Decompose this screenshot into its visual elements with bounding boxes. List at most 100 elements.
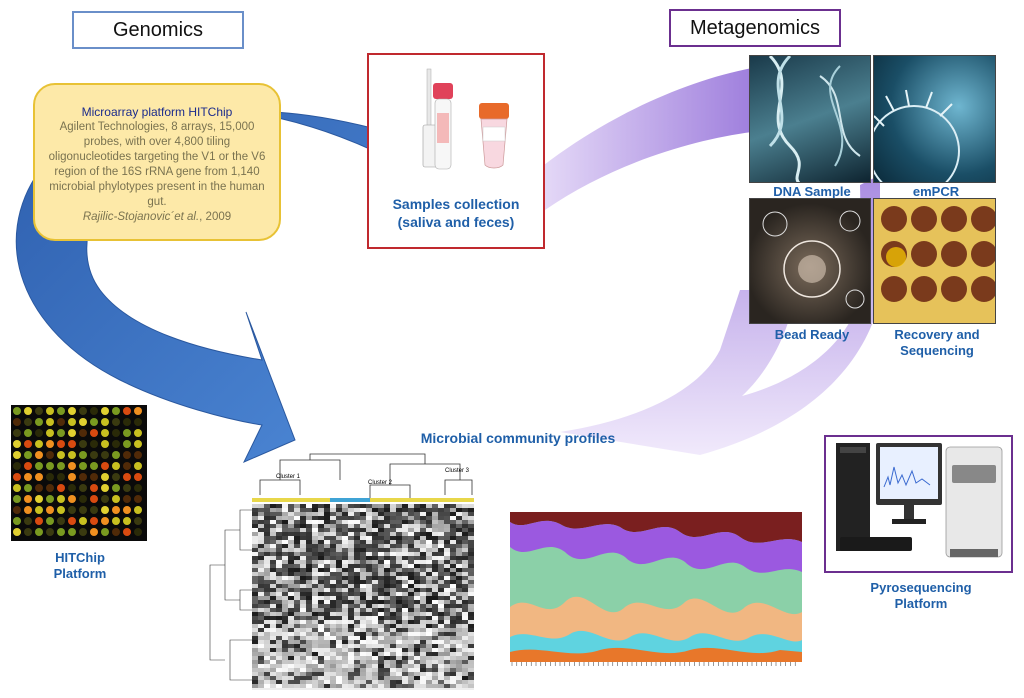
heatmap-cell [378, 608, 384, 612]
array-spot [112, 495, 120, 503]
heatmap-cell [360, 580, 366, 584]
array-spot [13, 484, 21, 492]
heatmap-cell [420, 612, 426, 616]
array-spot [35, 495, 43, 503]
heatmap-cell [312, 528, 318, 532]
heatmap-cell [432, 588, 438, 592]
heatmap-cell [468, 580, 474, 584]
heatmap-cell [354, 532, 360, 536]
heatmap-cell [288, 508, 294, 512]
heatmap-cell [300, 532, 306, 536]
heatmap-cell [378, 660, 384, 664]
heatmap-cell [330, 520, 336, 524]
heatmap-cell [270, 680, 276, 684]
heatmap-cell [306, 600, 312, 604]
heatmap-cell [360, 528, 366, 532]
heatmap-cell [330, 684, 336, 688]
heatmap-cell [282, 656, 288, 660]
heatmap-cell [348, 676, 354, 680]
heatmap-cell [444, 616, 450, 620]
heatmap-cell [462, 580, 468, 584]
heatmap-cell [462, 644, 468, 648]
heatmap-cell [360, 656, 366, 660]
heatmap-cell [444, 668, 450, 672]
heatmap-cell [270, 608, 276, 612]
heatmap-cell [282, 628, 288, 632]
heatmap-cell [450, 580, 456, 584]
heatmap-cell [330, 504, 336, 508]
heatmap-cell [306, 576, 312, 580]
heatmap-cell [456, 596, 462, 600]
heatmap-cell [252, 628, 258, 632]
heatmap-cell [288, 528, 294, 532]
heatmap-cell [306, 672, 312, 676]
heatmap-cell [468, 532, 474, 536]
heatmap-cell [252, 664, 258, 668]
array-spot [90, 429, 98, 437]
heatmap-cell [276, 632, 282, 636]
heatmap-cell [270, 516, 276, 520]
array-spot [35, 528, 43, 536]
heatmap-cell [258, 584, 264, 588]
heatmap-cell [282, 552, 288, 556]
heatmap-cell [396, 596, 402, 600]
heatmap-cell [294, 592, 300, 596]
heatmap-cell [312, 628, 318, 632]
heatmap-cell [312, 520, 318, 524]
heatmap-cell [360, 536, 366, 540]
heatmap-cell [408, 652, 414, 656]
heatmap-cell [264, 628, 270, 632]
array-spot [24, 407, 32, 415]
heatmap-cell [330, 624, 336, 628]
heatmap-cell [276, 636, 282, 640]
heatmap-cell [462, 612, 468, 616]
heatmap-cell [348, 508, 354, 512]
heatmap-cell [456, 568, 462, 572]
heatmap-cell [366, 512, 372, 516]
heatmap-cell [294, 552, 300, 556]
heatmap-cell [264, 644, 270, 648]
heatmap-cell [372, 556, 378, 560]
heatmap-cell [354, 652, 360, 656]
heatmap-cell [336, 672, 342, 676]
heatmap-cell [252, 544, 258, 548]
heatmap-cell [294, 656, 300, 660]
heatmap-cell [306, 684, 312, 688]
array-spot [134, 407, 142, 415]
array-spot [24, 418, 32, 426]
hitchip-note-citation: Rajilic-Stojanovic´et al., 2009 [45, 210, 269, 225]
heatmap-cell [414, 544, 420, 548]
heatmap-cell [390, 668, 396, 672]
heatmap-cell [336, 564, 342, 568]
heatmap-cell [450, 504, 456, 508]
heatmap-cell [390, 680, 396, 684]
heatmap-cell [390, 576, 396, 580]
heatmap-cell [438, 584, 444, 588]
heatmap-cell [420, 648, 426, 652]
heatmap-cell [408, 512, 414, 516]
heatmap-cell [300, 560, 306, 564]
heatmap-cell [444, 640, 450, 644]
heatmap-cell [348, 632, 354, 636]
heatmap-cell [468, 612, 474, 616]
heatmap-cell [402, 604, 408, 608]
heatmap-cell [288, 628, 294, 632]
heatmap-cell [390, 632, 396, 636]
heatmap-cell [426, 572, 432, 576]
heatmap-cell [330, 604, 336, 608]
heatmap-cell [336, 516, 342, 520]
heatmap-cell [258, 656, 264, 660]
array-spot [123, 429, 131, 437]
heatmap-cell [408, 644, 414, 648]
heatmap-cell [294, 672, 300, 676]
heatmap-cell [396, 556, 402, 560]
heatmap-cell [432, 560, 438, 564]
heatmap-cell [450, 512, 456, 516]
heatmap-cell [324, 580, 330, 584]
heatmap-cell [468, 680, 474, 684]
heatmap-cell [360, 600, 366, 604]
heatmap-cell [450, 640, 456, 644]
heatmap-cell [270, 528, 276, 532]
heatmap-cell [396, 568, 402, 572]
heatmap-cell [438, 540, 444, 544]
